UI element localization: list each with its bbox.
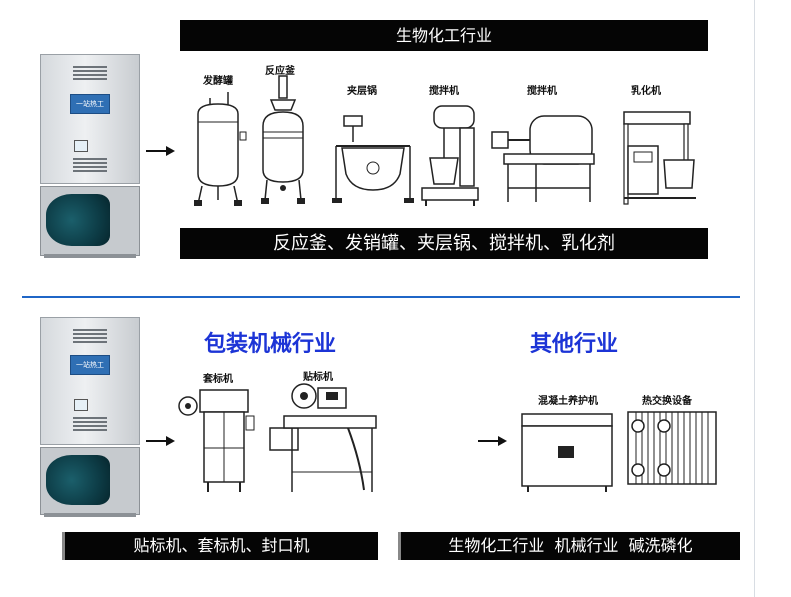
label-sleeve-labeler: 套标机 [203,374,233,385]
label-heat-exchanger: 热交换设备 [642,396,692,407]
unit-logo-badge: 一站热工 [70,355,110,375]
label-jacketed-kettle: 夹层锅 [347,86,377,97]
banner-other: 生物化工行业 机械行业 碱洗磷化 [398,532,740,560]
unit-legs [44,513,136,517]
pump-motor-icon [46,455,110,505]
pump-motor-icon [46,194,110,246]
arrow-right-icon [146,434,176,448]
emulsifier-icon [620,108,700,208]
arrow-right-icon [146,144,176,158]
label-mixer-1: 搅拌机 [429,86,459,97]
banner-biochem-title: 生物化工行业 [395,26,492,45]
heater-unit-bottom: 一站热工 [40,317,140,523]
vent-grille-icon [73,66,107,82]
label-fermenter: 发酵罐 [203,76,233,87]
heater-unit-top: 一站热工 [40,54,140,260]
section-title-packaging: 包装机械行业 [204,332,337,357]
banner-packaging-equipment: 贴标机、套标机、封口机 [133,536,310,555]
sleeve-labeler-icon [178,384,258,496]
control-panel-icon [74,399,88,411]
label-mixer-2: 搅拌机 [527,86,557,97]
banner-biochem-bottom: 反应釜、发销罐、夹层锅、搅拌机、乳化剂 [180,228,708,259]
jacketed-kettle-icon [332,112,414,203]
banner-other-industries: 生物化工行业 机械行业 碱洗磷化 [448,536,693,555]
unit-logo-badge: 一站热工 [70,94,110,114]
label-reactor: 反应釜 [265,66,295,77]
labeling-machine-icon [268,380,378,496]
banner-packaging: 贴标机、套标机、封口机 [62,532,378,560]
label-emulsifier: 乳化机 [631,86,661,97]
stand-mixer-icon [420,104,480,208]
concrete-curing-machine-icon [518,408,616,494]
horizontal-mixer-icon [490,110,600,206]
fermenter-icon [194,92,250,206]
reactor-icon [261,76,305,204]
vent-grille-icon [73,417,107,433]
banner-biochem-top: 生物化工行业 [180,20,708,51]
label-labeling-machine: 贴标机 [303,372,333,383]
section-divider [22,296,740,298]
control-panel-icon [74,140,88,152]
arrow-right-icon [478,434,508,448]
unit-legs [44,254,136,258]
section-title-other: 其他行业 [530,332,619,357]
vent-grille-icon [73,158,107,174]
vent-grille-icon [73,329,107,345]
banner-biochem-equipment: 反应釜、发销罐、夹层锅、搅拌机、乳化剂 [273,233,615,254]
page-side-rule [754,0,755,597]
heat-exchanger-icon [624,408,720,488]
label-concrete-curing: 混凝土养护机 [538,396,598,407]
